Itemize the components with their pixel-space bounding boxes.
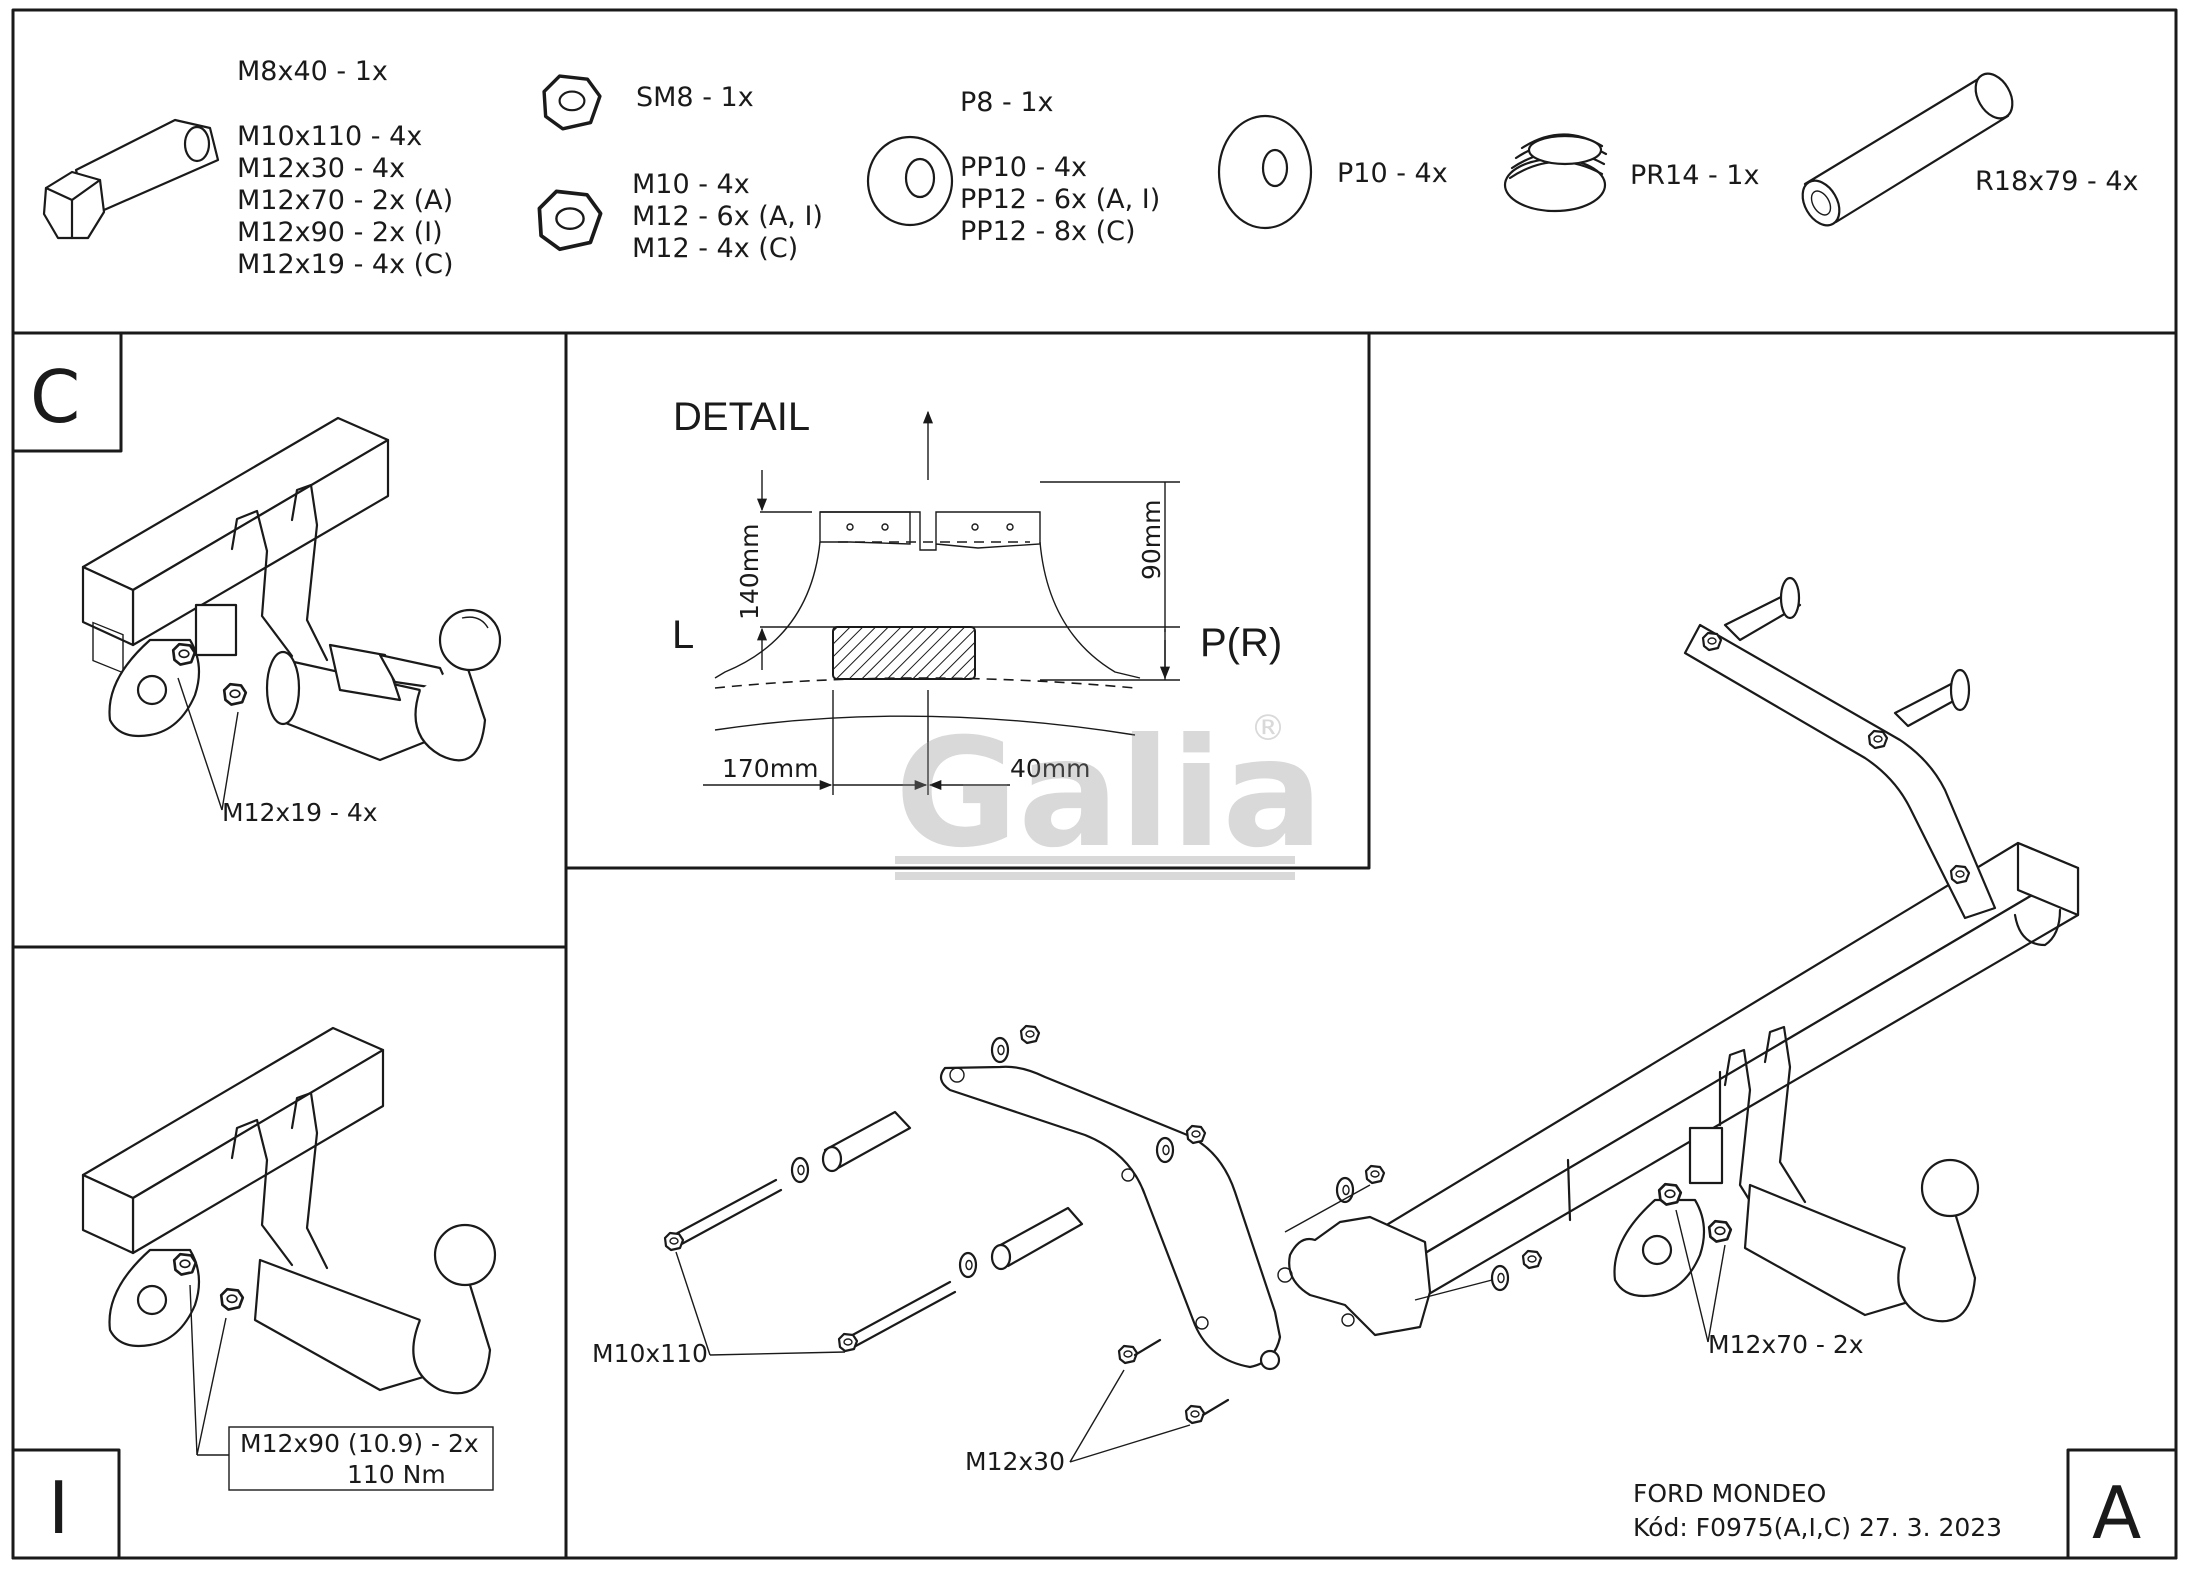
- panel-a: A: [592, 576, 2178, 1560]
- part-label-m8x40: M8x40 - 1x: [237, 56, 388, 87]
- detail-hatched-beam: [832, 626, 976, 680]
- panel-c-callout: M12x19 - 4x: [222, 798, 378, 827]
- title-code: Kód: F0975(A,I,C) 27. 3. 2023: [1633, 1513, 2002, 1542]
- watermark-mark: ®: [1250, 708, 1286, 749]
- detail-dim-170: 170mm: [722, 754, 818, 783]
- panel-i-callout-line1: M12x90 (10.9) - 2x: [240, 1429, 479, 1458]
- panel-a-left-bracket: [939, 1065, 1282, 1371]
- bolt-icon: [42, 118, 220, 240]
- part-label-m10x110: M10x110 - 4x: [237, 121, 422, 152]
- part-label-m12x70: M12x70 - 2x (A): [237, 185, 453, 216]
- part-label-m12x19: M12x19 - 4x (C): [237, 249, 454, 280]
- panel-a-end-plate: [1277, 1215, 1432, 1337]
- panel-i-callout-line2: 110 Nm: [347, 1460, 446, 1489]
- panel-c-towball-neck: [414, 659, 487, 762]
- panel-c: C M12x19 - 4x: [11, 331, 502, 827]
- hex-nut-icon: [537, 189, 603, 252]
- part-label-m12x30: M12x30 - 4x: [237, 153, 405, 184]
- panel-i-letter: I: [48, 1466, 69, 1550]
- title-model: FORD MONDEO: [1633, 1479, 1826, 1508]
- spring-washer-icon: [1503, 133, 1608, 213]
- panel-a-hardware: [663, 1024, 1543, 1425]
- detail-title: DETAIL: [673, 395, 810, 439]
- self-locking-nut-icon: [542, 74, 602, 131]
- detail-panel: DETAIL 140mm 90mm L P(R): [672, 395, 1282, 795]
- detail-dim-140: 140mm: [735, 524, 764, 620]
- galia-watermark: Galia ®: [895, 707, 1323, 881]
- part-label-p10: P10 - 4x: [1337, 158, 1448, 189]
- panel-a-crossbeam: [1368, 841, 2080, 1307]
- sheet-frame: [11, 8, 2178, 1560]
- panel-i-coupling-arm: [253, 1258, 432, 1392]
- parts-list: M8x40 - 1x M10x110 - 4x M12x30 - 4x M12x…: [42, 56, 2139, 280]
- panel-c-crossbeam: [81, 416, 390, 674]
- panel-a-letter: A: [2092, 1471, 2141, 1555]
- panel-a-callout-m10x110: M10x110: [592, 1339, 708, 1368]
- part-label-m12-c: M12 - 4x (C): [632, 233, 798, 264]
- part-label-m10: M10 - 4x: [632, 169, 750, 200]
- detail-left-label: L: [672, 613, 694, 657]
- part-label-pp10: PP10 - 4x: [960, 152, 1087, 183]
- detail-right-label: P(R): [1200, 621, 1282, 665]
- large-washer-icon: [1217, 114, 1313, 230]
- panel-a-callout-m12x30: M12x30: [965, 1447, 1065, 1476]
- detail-dim-90: 90mm: [1137, 499, 1166, 580]
- title-block: FORD MONDEO Kód: F0975(A,I,C) 27. 3. 202…: [1633, 1479, 2002, 1542]
- part-label-m12-ai: M12 - 6x (A, I): [632, 201, 823, 232]
- part-label-pp12-ai: PP12 - 6x (A, I): [960, 184, 1160, 215]
- panel-a-right-bracket: [1683, 576, 1997, 920]
- panel-a-coupling: [1613, 1025, 1980, 1323]
- panel-i: I M12x90 (10.9) - 2x 110 Nm: [11, 1026, 497, 1560]
- panel-a-callout-m12x70: M12x70 - 2x: [1708, 1330, 1864, 1359]
- part-label-m12x90: M12x90 - 2x (I): [237, 217, 443, 248]
- part-label-r18x79: R18x79 - 4x: [1975, 166, 2139, 197]
- washer-icon: [866, 135, 954, 227]
- watermark-brand: Galia: [895, 707, 1323, 881]
- panel-a-towball: [1920, 1158, 1980, 1218]
- spacer-tube-icon: [1801, 72, 2014, 227]
- panel-i-crossbeam: [81, 1026, 385, 1255]
- part-label-p8: P8 - 1x: [960, 87, 1054, 118]
- panel-i-towball: [433, 1223, 497, 1287]
- detail-dim-40: 40mm: [1010, 754, 1091, 783]
- part-label-sm8: SM8 - 1x: [636, 82, 754, 113]
- panel-c-towball: [438, 608, 502, 672]
- part-label-pr14: PR14 - 1x: [1630, 160, 1759, 191]
- part-label-pp12-c: PP12 - 8x (C): [960, 216, 1136, 247]
- panel-c-letter: C: [30, 355, 80, 439]
